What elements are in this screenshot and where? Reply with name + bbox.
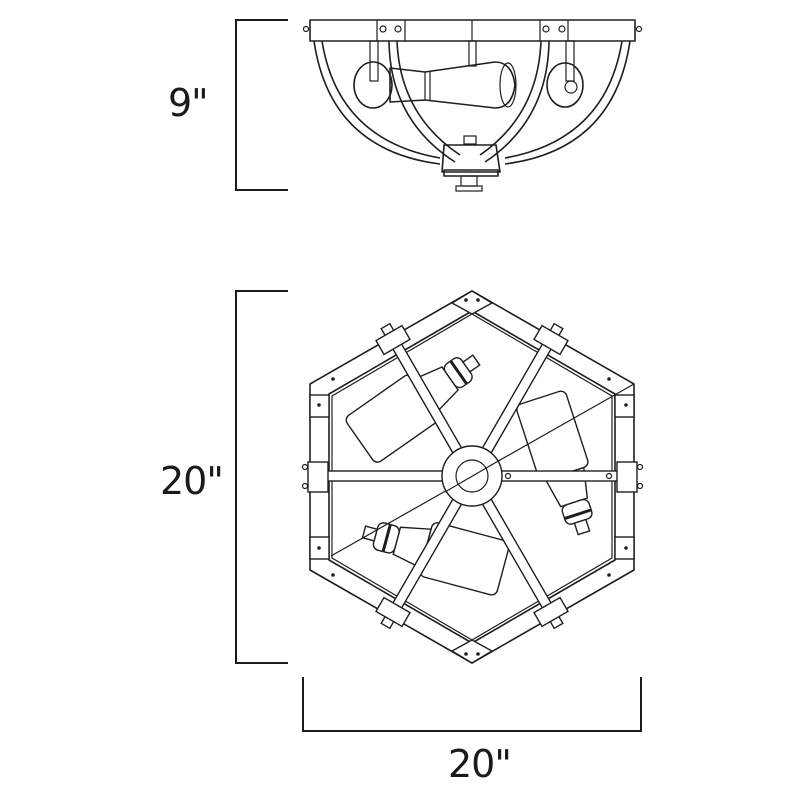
bulb-upper-left <box>345 354 481 463</box>
spokes <box>312 322 632 630</box>
center-hub <box>441 445 503 507</box>
height-dimension-label: 9" <box>168 81 209 125</box>
height-dimension-bracket <box>235 19 288 191</box>
depth-dimension-label: 20" <box>160 459 224 503</box>
side-view <box>302 19 643 192</box>
width-dimension-label: 20" <box>448 742 512 786</box>
top-view <box>301 290 644 664</box>
depth-dimension-bracket <box>235 290 288 664</box>
corner-plates <box>309 290 635 664</box>
width-dimension-bracket <box>302 677 642 732</box>
bulb-right <box>516 390 593 536</box>
